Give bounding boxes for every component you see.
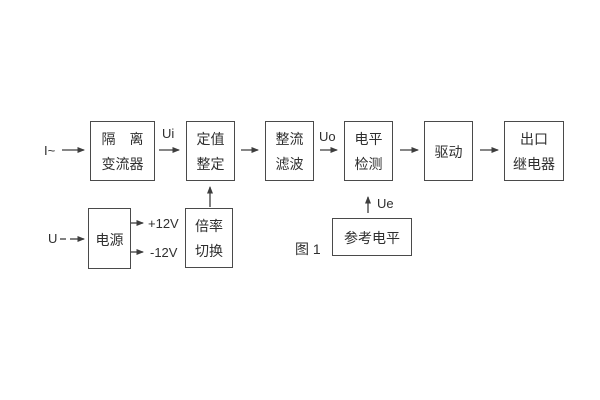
block-label: 参考电平 xyxy=(344,230,400,246)
block-label: 继电器 xyxy=(513,156,555,172)
block-label: 切换 xyxy=(195,243,223,259)
block-reference-level: 参考电平 xyxy=(332,218,412,256)
block-output-relay: 出口 继电器 xyxy=(504,121,564,181)
block-label: 整流 xyxy=(275,131,304,147)
block-label: 滤波 xyxy=(275,156,304,172)
block-label: 检测 xyxy=(354,156,383,172)
block-level-detector: 电平 检测 xyxy=(344,121,393,181)
block-label: 定值 xyxy=(196,131,225,147)
block-label: 电源 xyxy=(95,231,124,248)
block-label: 电平 xyxy=(354,131,383,147)
block-setpoint-adjust: 定值 整定 xyxy=(186,121,235,181)
block-isolation-transformer: 隔 离 变流器 xyxy=(90,121,155,181)
block-label: 隔 离 xyxy=(101,131,144,147)
block-label: 倍率 xyxy=(195,218,223,234)
label-signal-uo: Uo xyxy=(319,129,336,144)
block-driver: 驱动 xyxy=(424,121,473,181)
figure-caption: 图 1 xyxy=(295,241,321,257)
label-rail-positive: +12V xyxy=(148,216,179,231)
block-label: 整定 xyxy=(196,156,225,172)
label-input-current: I~ xyxy=(44,143,56,158)
block-power-supply: 电源 xyxy=(88,208,131,269)
label-signal-ui: Ui xyxy=(162,126,175,141)
label-rail-negative: -12V xyxy=(150,245,178,260)
label-input-voltage: U xyxy=(48,231,58,246)
label-signal-ue: Ue xyxy=(377,196,394,211)
block-rectifier-filter: 整流 滤波 xyxy=(265,121,314,181)
block-label: 出口 xyxy=(520,131,548,147)
block-ratio-switch: 倍率 切换 xyxy=(185,208,233,268)
block-label: 驱动 xyxy=(434,144,463,160)
block-label: 变流器 xyxy=(101,156,144,172)
